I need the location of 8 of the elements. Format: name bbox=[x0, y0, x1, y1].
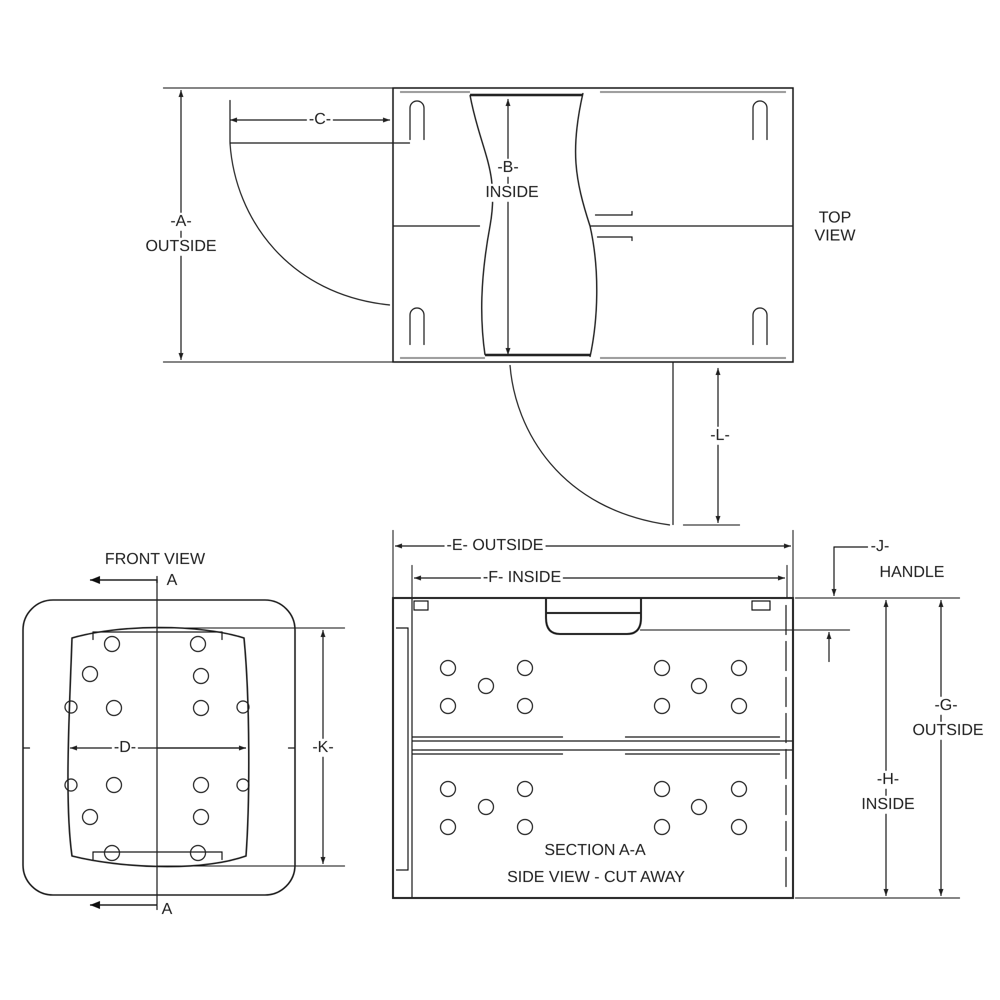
dimension-label: -K- bbox=[310, 738, 336, 758]
dimension-label: -L- bbox=[708, 426, 732, 446]
dimension-label: -B- bbox=[495, 158, 521, 178]
dimension-label: -H- bbox=[874, 770, 902, 790]
dimension-label: OUTSIDE bbox=[910, 722, 986, 740]
dimension-label: -A- bbox=[168, 212, 194, 232]
dimension-label: OUTSIDE bbox=[143, 238, 219, 256]
dimension-label: -G- bbox=[932, 696, 960, 716]
